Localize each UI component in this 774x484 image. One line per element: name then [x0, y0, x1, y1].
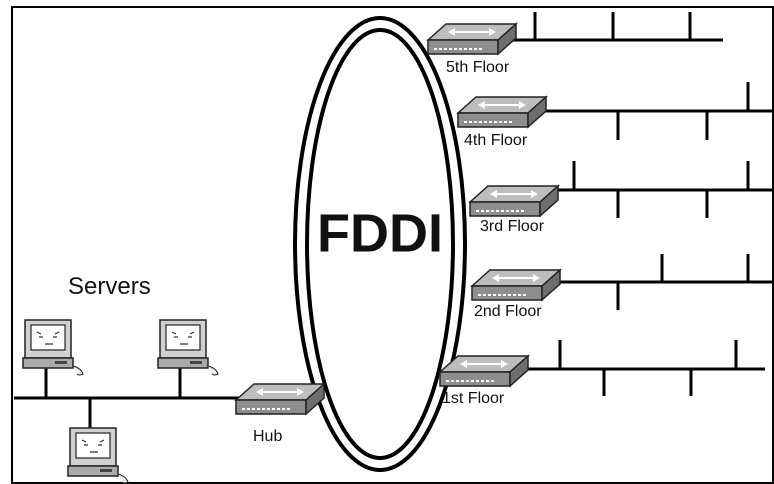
hub-device: [235, 383, 325, 415]
server-computer: [22, 319, 84, 376]
floor-3-switch: [469, 185, 559, 217]
floor-3-segment: [469, 161, 772, 218]
servers-label: Servers: [68, 273, 151, 300]
fddi-ring: [293, 16, 467, 472]
fddi-label: FDDI: [317, 203, 443, 263]
server-computer: [157, 319, 219, 376]
floor-1-switch: [439, 355, 529, 387]
floor-2-segment: [471, 254, 772, 310]
floor-3-label: 3rd Floor: [480, 218, 545, 235]
floor-4-switch: [457, 96, 547, 128]
floor-5-label: 5th Floor: [446, 59, 510, 76]
floor-5-switch: [427, 23, 517, 55]
image-frame: [11, 6, 774, 484]
floor-2-label: 2nd Floor: [474, 303, 542, 320]
floor-5-segment: [427, 12, 723, 55]
floor-1-segment: [439, 340, 765, 396]
server-segment: [14, 319, 325, 484]
server-computer: [67, 427, 129, 484]
floor-4-label: 4th Floor: [464, 132, 528, 149]
floor-2-switch: [471, 269, 561, 301]
floor-4-segment: [457, 82, 772, 140]
floor-1-label: 1st Floor: [442, 390, 505, 407]
hub-label: Hub: [253, 428, 282, 445]
